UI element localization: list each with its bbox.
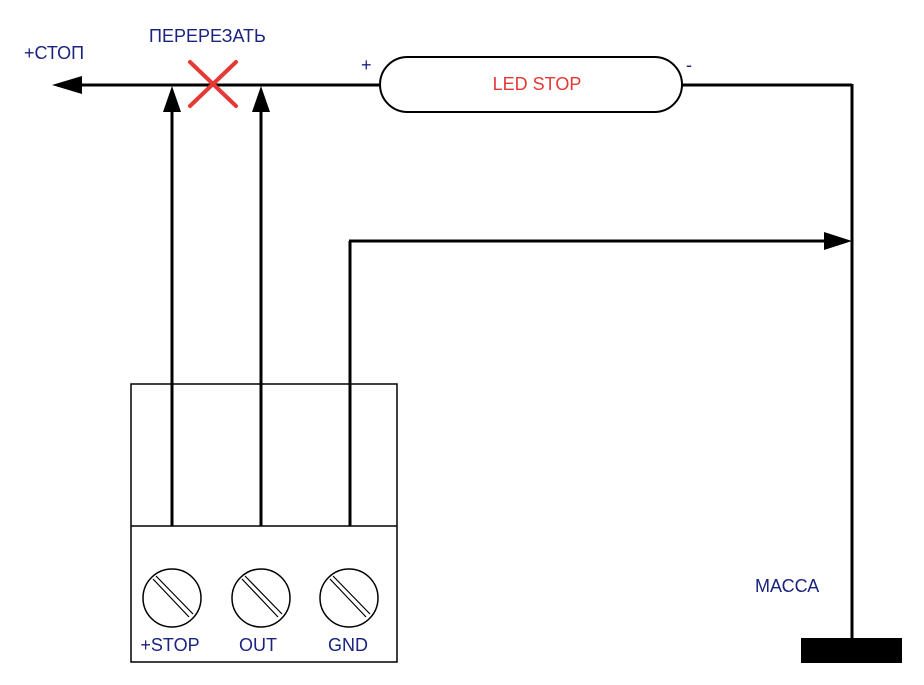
- screw-terminal-icon: [142, 568, 202, 628]
- ground-label: МАССА: [755, 576, 819, 596]
- led-minus-label: -: [686, 55, 692, 75]
- terminal-label-stop: +STOP: [140, 635, 199, 655]
- plus-stop-label: +СТОП: [24, 43, 84, 63]
- cut-mark-icon: [188, 60, 238, 108]
- plus-stop-arrow: [52, 76, 82, 94]
- screw-terminal-icon: [231, 568, 291, 628]
- gnd-arrow: [824, 232, 852, 250]
- led-plus-label: +: [361, 55, 372, 75]
- module-box: [130, 383, 398, 663]
- out-up-arrow: [252, 86, 270, 112]
- terminal-label-out: OUT: [239, 635, 277, 655]
- terminal-label-gnd: GND: [328, 635, 368, 655]
- ground-block: [801, 638, 902, 663]
- cut-label: ПЕРЕРЕЗАТЬ: [149, 26, 266, 46]
- screw-terminal-icon: [319, 568, 379, 628]
- led-stop-label: LED STOP: [493, 74, 582, 94]
- plus-stop-up-arrow: [163, 86, 181, 112]
